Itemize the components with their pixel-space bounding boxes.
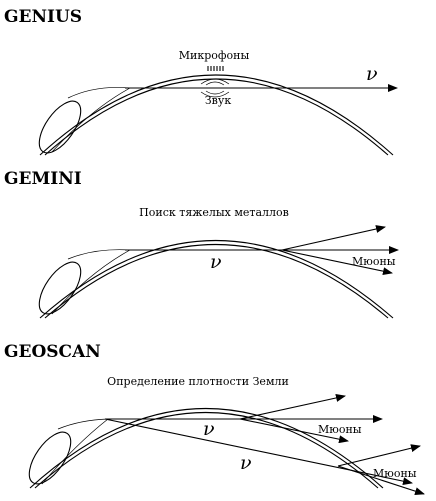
neutrino-symbol: ν	[240, 452, 252, 474]
neutrino-beam-arrow	[104, 418, 413, 486]
sound-waves-icon	[200, 78, 230, 98]
muon-track-arrow	[281, 225, 386, 251]
panel-title: GENIUS	[4, 7, 82, 27]
muon-track-arrow	[281, 249, 393, 276]
sound-label: Звук	[205, 94, 232, 107]
neutrino-symbol: ν	[366, 63, 378, 85]
earth-surface	[29, 408, 384, 489]
muon-track-arrow	[337, 465, 425, 496]
heavy-metals-label: Поиск тяжелых металлов	[139, 206, 289, 219]
muons-label: Мюоны	[373, 467, 417, 480]
neutrino-source-ellipse	[38, 87, 131, 154]
muons-label: Мюоны	[352, 255, 396, 268]
microphones-label: Микрофоны	[179, 49, 250, 62]
muons-label: Мюоны	[318, 423, 362, 436]
panel-title: GEOSCAN	[4, 342, 101, 362]
microphones-icon	[207, 66, 224, 71]
panel-geoscan: GEOSCAN Определение плотности Земли ν ν …	[4, 342, 425, 496]
neutrino-symbol: ν	[203, 418, 215, 440]
panel-title: GEMINI	[4, 169, 82, 189]
panel-genius: GENIUS Микрофоны Звук ν	[4, 7, 398, 156]
earth-density-label: Определение плотности Земли	[107, 375, 289, 388]
neutrino-source-ellipse	[38, 249, 131, 315]
panel-gemini: GEMINI Поиск тяжелых металлов ν Мюоны	[4, 169, 399, 319]
muon-track-arrow	[239, 394, 346, 420]
earth-surface	[39, 74, 394, 156]
earth-surface	[39, 240, 394, 319]
muon-track-arrow	[337, 444, 421, 467]
neutrino-symbol: ν	[210, 251, 222, 273]
muon-track-arrow	[239, 418, 349, 444]
neutrino-source-ellipse	[28, 418, 109, 485]
